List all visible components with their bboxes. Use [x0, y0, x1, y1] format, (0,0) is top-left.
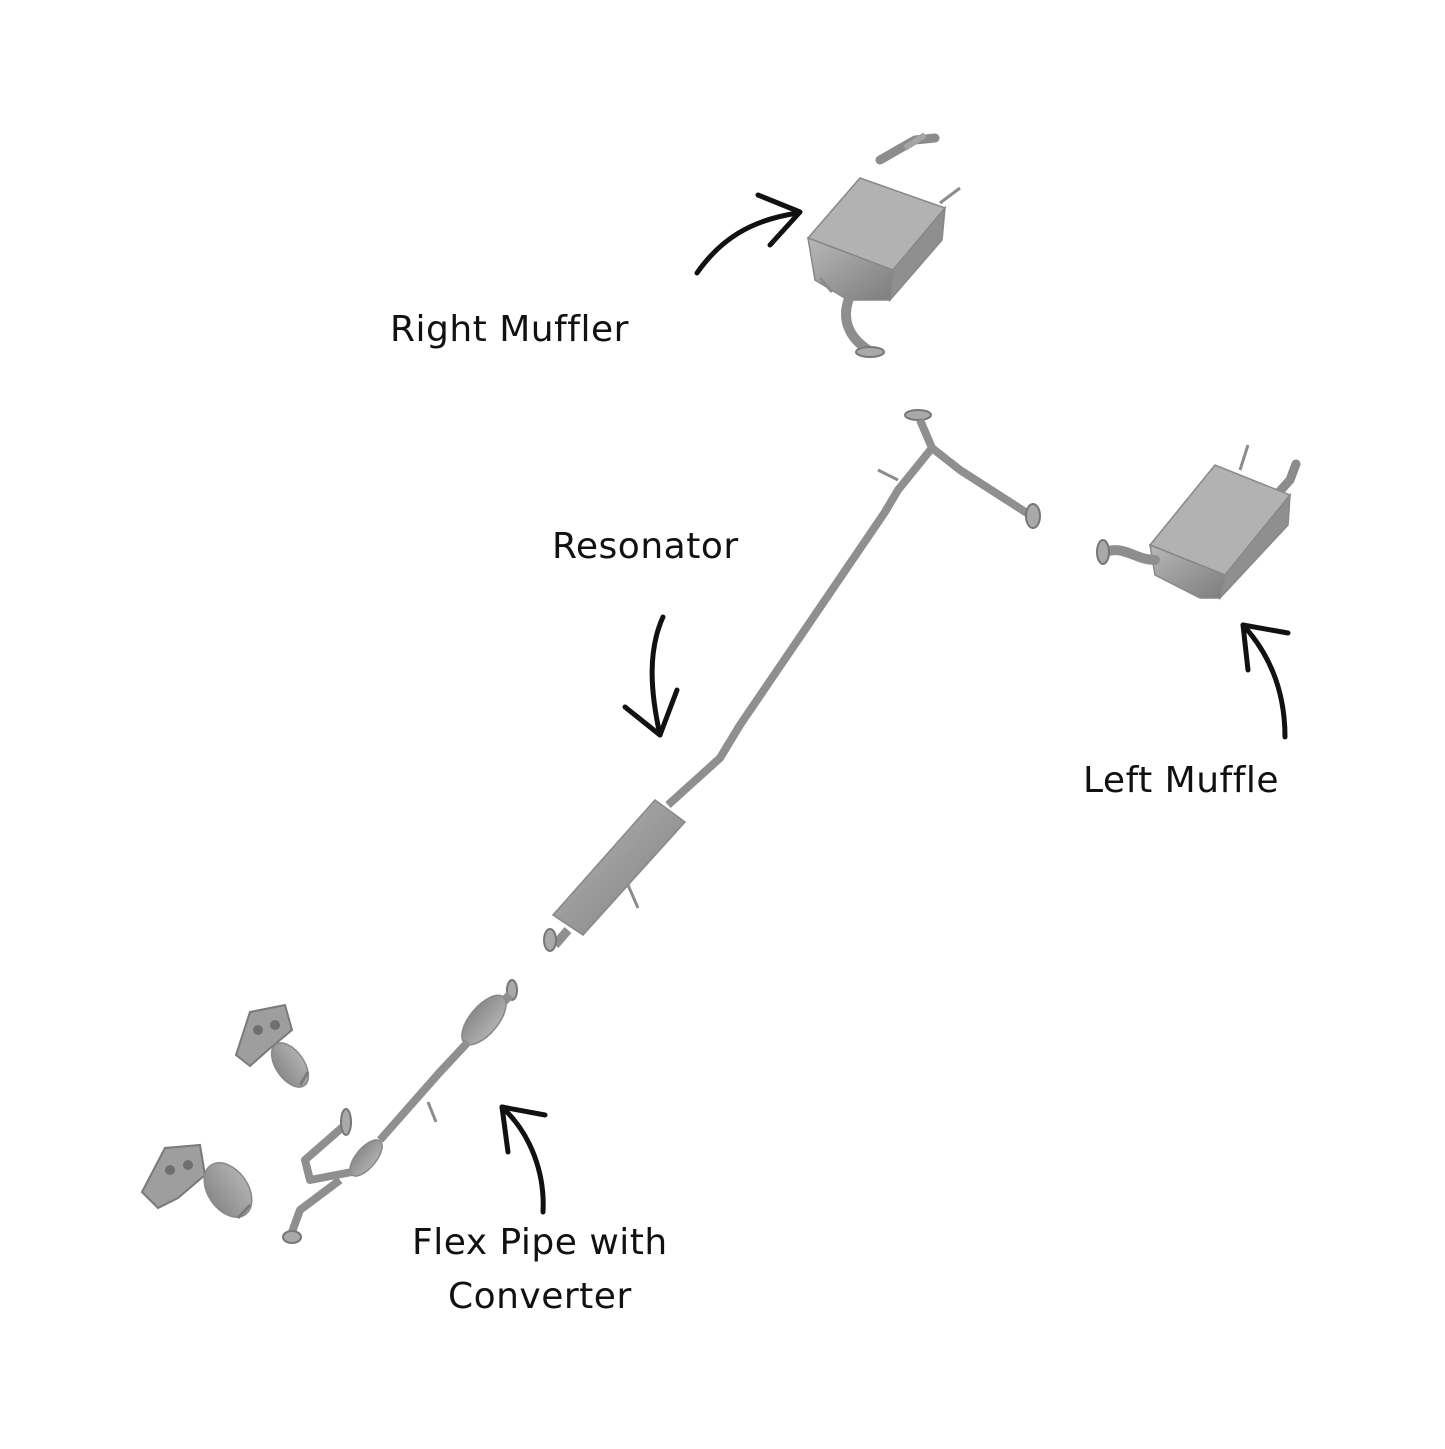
- arrow-left-muffler: [1240, 622, 1291, 740]
- manifold-converter-upper-part: [234, 1003, 310, 1088]
- label-left-muffler: Left Muffle: [1083, 760, 1280, 801]
- arrow-right-muffler: [694, 192, 803, 276]
- right-muffler-part: [806, 132, 961, 358]
- flex-pipe-converter-part: [282, 979, 518, 1244]
- label-flex-pipe-line2: Converter: [447, 1276, 632, 1317]
- arrow-flex-pipe: [499, 1104, 548, 1215]
- arrow-resonator: [622, 614, 680, 738]
- label-right-muffler: Right Muffler: [390, 309, 629, 350]
- resonator-part: [543, 409, 1041, 952]
- label-flex-pipe-line1: Flex Pipe with: [412, 1222, 668, 1263]
- label-flex-pipe-converter: Flex Pipe with Converter: [412, 1216, 668, 1324]
- label-resonator: Resonator: [552, 526, 739, 567]
- manifold-converter-lower-part: [140, 1143, 253, 1220]
- left-muffler-part: [1096, 444, 1301, 601]
